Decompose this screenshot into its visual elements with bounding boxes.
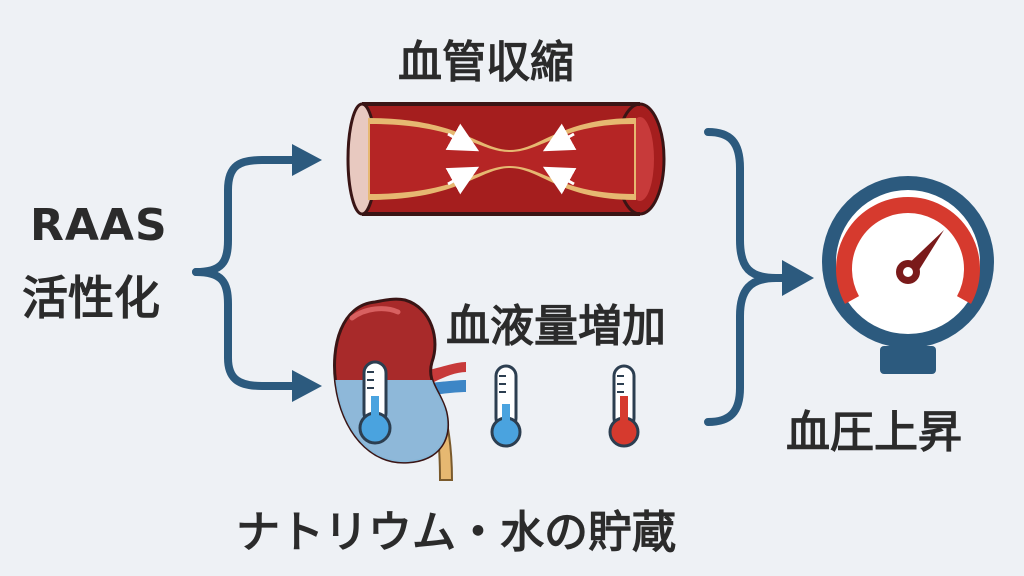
thermometer-icon [490,364,522,448]
pressure-gauge-icon [822,176,994,374]
raas-label-line1: RAAS [30,200,168,251]
blood-vessel-icon [346,102,666,216]
blood-volume-label: 血液量増加 [446,301,666,352]
kidney-icon [333,297,466,481]
thermometer-icon [608,364,640,448]
merge-arrow-icon [704,128,790,426]
arrow-head-right-icon [782,260,814,296]
vasoconstriction-label: 血管収縮 [398,37,574,88]
thermometer-icon [358,360,392,445]
arrow-head-top-icon [292,144,322,176]
raas-label-line2: 活性化 [22,271,160,325]
split-arrow-icon [192,156,302,390]
arrow-head-bottom-icon [292,370,322,402]
bp-rise-label: 血圧上昇 [786,407,962,458]
sodium-water-label: ナトリウム・水の貯蔵 [236,507,676,558]
